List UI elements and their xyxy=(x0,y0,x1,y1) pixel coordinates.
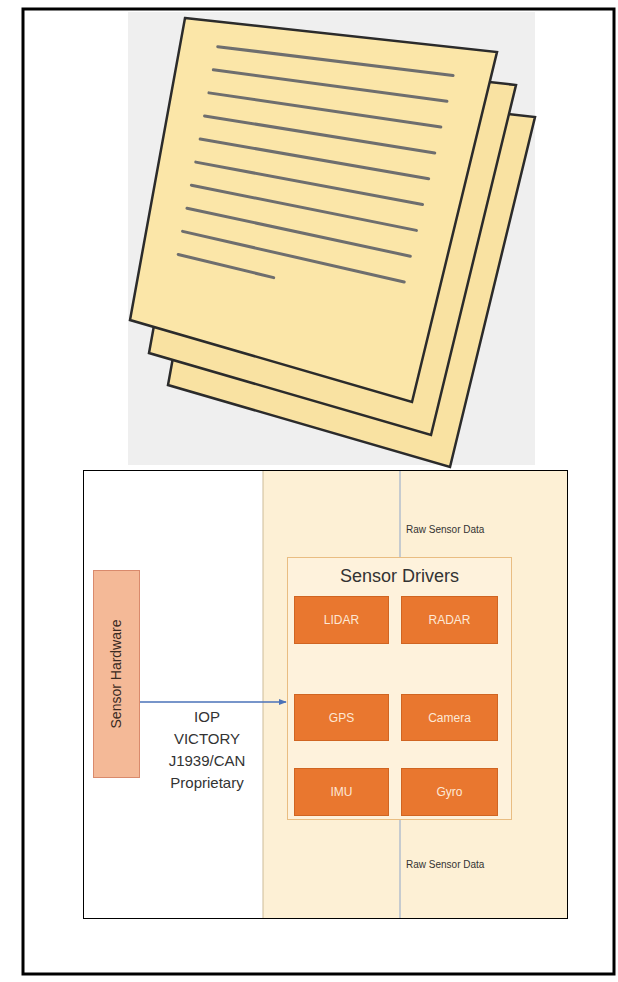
driver-box: RADAR xyxy=(401,596,498,644)
hardware-box: Sensor Hardware xyxy=(93,570,140,778)
text-line-stroke xyxy=(200,139,428,179)
text-line-stroke xyxy=(218,47,453,76)
software-band xyxy=(263,471,567,918)
box-label: GPS xyxy=(329,711,354,725)
box-label: RADAR xyxy=(428,613,470,627)
text-line-stroke xyxy=(213,70,447,101)
diagram-frame xyxy=(84,471,568,919)
text-line-stroke xyxy=(183,231,405,282)
text-line-stroke xyxy=(187,208,410,256)
text-line-stroke xyxy=(205,116,435,153)
document-stack-icon xyxy=(130,18,535,467)
box-label: IMU xyxy=(331,785,353,799)
driver-group-box: LIDAR RADAR GPS CameraIMU Gyro Sensor Drivers xyxy=(287,557,512,820)
box-label: Camera xyxy=(428,711,471,725)
group-title: Sensor Drivers xyxy=(288,566,511,587)
box-label: Gyro xyxy=(436,785,462,799)
driver-box: LIDAR xyxy=(294,596,389,644)
text-line-stroke xyxy=(196,162,423,204)
driver-box: GPS xyxy=(294,694,389,741)
protocol-label: IOP VICTORY J1939/CAN Proprietary xyxy=(165,706,249,794)
document-page xyxy=(130,18,497,402)
bus-arrow xyxy=(140,701,286,703)
band-edge xyxy=(263,471,264,918)
driver-box: Camera xyxy=(401,694,498,741)
box-label: LIDAR xyxy=(324,613,359,627)
driver-box: IMU xyxy=(294,768,389,816)
icon-ground xyxy=(128,12,535,465)
outer-frame xyxy=(23,9,614,974)
text-line-stroke xyxy=(191,185,416,230)
driver-box: Gyro xyxy=(401,768,498,816)
data-flow-label: Raw Sensor Data xyxy=(404,859,486,870)
box-label: Sensor Hardware xyxy=(109,620,125,729)
text-line-stroke xyxy=(178,254,273,277)
data-flow-label: Raw Sensor Data xyxy=(404,524,486,535)
